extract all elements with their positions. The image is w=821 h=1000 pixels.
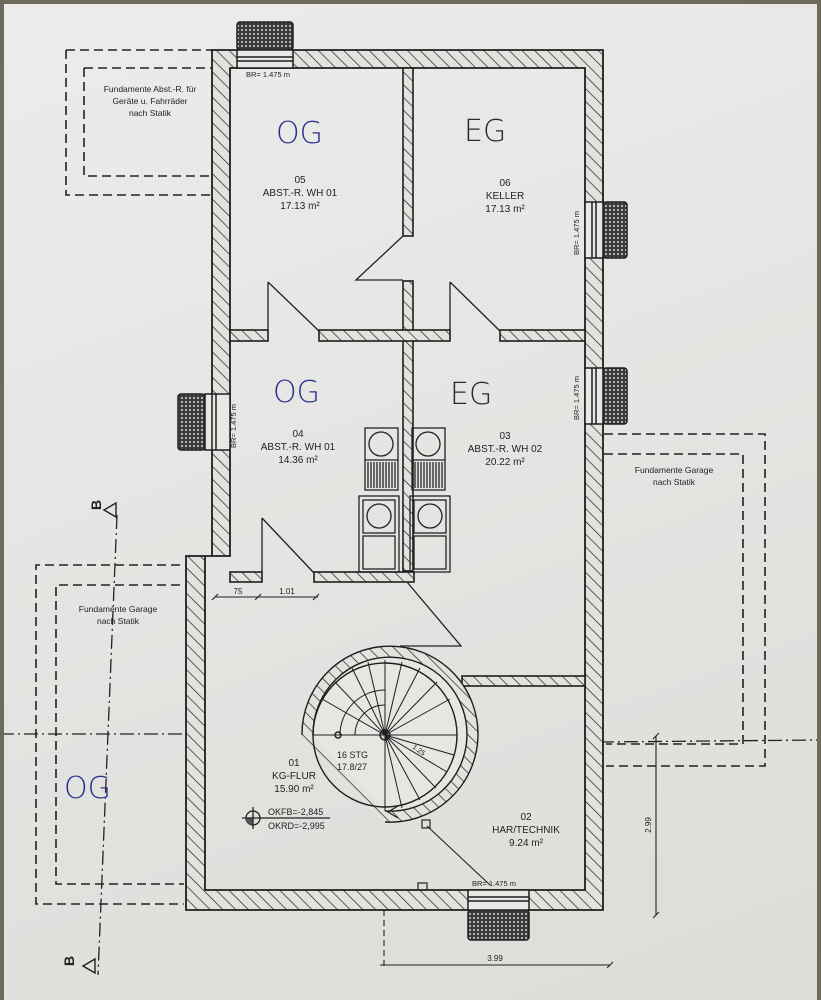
room-name: ABST.-R. WH 02 [468, 444, 543, 455]
note-og-room05: OG [276, 116, 323, 151]
room-name: HAR/TECHNIK [492, 825, 560, 836]
dim-101: 1.01 [279, 587, 295, 596]
washer-left-upper [364, 427, 399, 491]
paper-sheet: B B Fundamente Abst.-R. für Geräte u. Fa… [4, 4, 817, 1000]
level-okfb: OKFB=-2,845 [268, 807, 323, 817]
foundation-top-left-line1: Fundamente Abst.-R. für [104, 84, 197, 94]
room-number: 02 [520, 812, 532, 823]
room-area: 17.13 m² [280, 201, 320, 212]
section-line-b [4, 514, 817, 976]
room-area: 9.24 m² [509, 838, 544, 849]
room-area: 15.90 m² [274, 784, 314, 795]
section-label-bottom: B [61, 956, 77, 966]
windows [177, 21, 628, 941]
interior-walls [229, 67, 586, 687]
washer-right-upper [411, 427, 446, 491]
room-number: 06 [499, 178, 511, 189]
window-left [177, 393, 231, 451]
foundation-top-left-line3: nach Statik [129, 108, 172, 118]
room-number: 04 [292, 429, 304, 440]
foundation-top-left [65, 49, 218, 196]
section-arrow-top: B [88, 500, 117, 519]
foundation-labels: Fundamente Abst.-R. für Geräte u. Fahrrä… [79, 84, 714, 626]
room-name: ABST.-R. WH 01 [263, 188, 338, 199]
dimension-lines [211, 593, 660, 969]
dimension-labels: 75 1.01 2.99 3.99 [234, 587, 653, 963]
room-03-label: 03 ABST.-R. WH 02 20.22 m² [468, 431, 543, 468]
window-top [236, 21, 294, 69]
section-arrow-bottom: B [61, 956, 96, 975]
dryer-left-lower [358, 495, 400, 573]
foundation-right [604, 433, 766, 767]
room-name: KG-FLUR [272, 771, 316, 782]
room-name: ABST.-R. WH 01 [261, 442, 336, 453]
dim-399: 3.99 [487, 954, 503, 963]
window-right-lower [584, 367, 628, 425]
room-05-label: 05 ABST.-R. WH 01 17.13 m² [263, 175, 338, 212]
outer-walls [185, 49, 604, 911]
room-06-label: 06 KELLER 17.13 m² [485, 178, 525, 215]
foundation-right-line1: Fundamente Garage [635, 465, 714, 475]
br-label-left: BR= 1.475 m [229, 404, 238, 448]
room-labels: 05 ABST.-R. WH 01 17.13 m² 06 KELLER 17.… [261, 175, 560, 849]
spiral-stair [301, 645, 479, 823]
room-02-label: 02 HAR/TECHNIK 9.24 m² [492, 812, 560, 849]
foundation-right-line2: nach Statik [653, 477, 696, 487]
br-label-bottom: BR= 1.475 m [472, 879, 516, 888]
appliances [358, 427, 451, 573]
foundation-left-line1: Fundamente Garage [79, 604, 158, 614]
br-label-right-upper: BR= 1.475 m [572, 211, 581, 255]
foundation-left-line2: nach Statik [97, 616, 140, 626]
section-label-top: B [88, 500, 104, 510]
foundation-top-left-line2: Geräte u. Fahrräder [112, 96, 187, 106]
room-number: 03 [499, 431, 511, 442]
note-og-room04: OG [273, 375, 320, 410]
level-marker [242, 807, 330, 829]
window-bottom [467, 889, 530, 941]
column-marker-bottom [417, 882, 428, 891]
note-eg-room06: EG [464, 114, 506, 149]
door-swings [261, 235, 501, 647]
leader-line [426, 825, 491, 886]
room-area: 20.22 m² [485, 457, 525, 468]
room-area: 17.13 m² [485, 204, 525, 215]
window-labels: BR= 1.475 m BR= 1.475 m BR= 1.475 m BR= … [229, 70, 581, 888]
dim-75: 75 [234, 587, 243, 596]
handwritten-notes: OG EG OG EG OG [64, 114, 506, 806]
stair-steps: 16 STG [337, 750, 368, 760]
room-number: 05 [294, 175, 306, 186]
room-04-label: 04 ABST.-R. WH 01 14.36 m² [261, 429, 336, 466]
note-eg-room03: EG [450, 377, 492, 412]
dim-299: 2.99 [644, 817, 653, 833]
room-area: 14.36 m² [278, 455, 318, 466]
room-name: KELLER [486, 191, 524, 202]
room-number: 01 [288, 758, 300, 769]
br-label-right-lower: BR= 1.475 m [572, 376, 581, 420]
room-01-label: 01 KG-FLUR 15.90 m² [272, 758, 316, 795]
level-okrd: OKRD=-2,995 [268, 821, 325, 831]
stair-ratio: 17.8/27 [337, 762, 367, 772]
br-label-top: BR= 1.475 m [246, 70, 290, 79]
window-right-upper [584, 201, 628, 259]
floor-plan: B B Fundamente Abst.-R. für Geräte u. Fa… [4, 21, 817, 976]
dryer-right-lower [409, 495, 451, 573]
note-og-left: OG [64, 771, 111, 806]
column-marker [421, 819, 431, 829]
